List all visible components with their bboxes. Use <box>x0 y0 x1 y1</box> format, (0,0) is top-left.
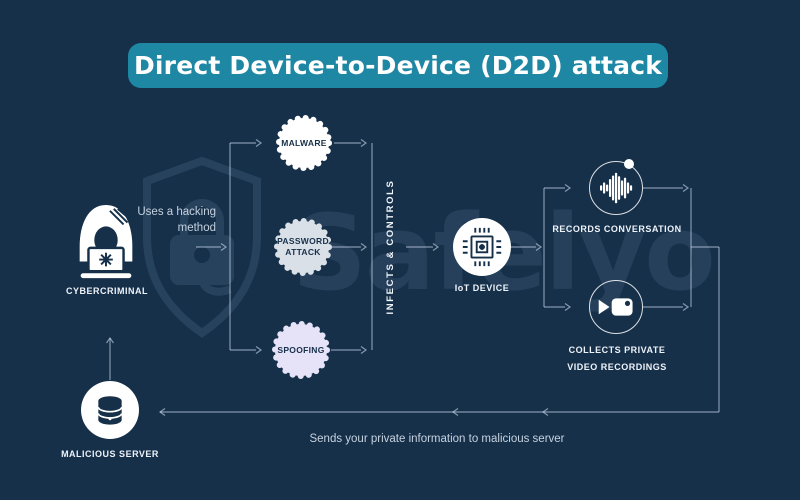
records-conversation-label: RECORDS CONVERSATION <box>552 224 682 234</box>
sends-info-note: Sends your private information to malici… <box>309 433 565 445</box>
shield-lock-watermark-icon <box>143 156 261 338</box>
malicious-server-node <box>81 381 139 439</box>
video-camera-icon <box>598 298 633 316</box>
collects-video-line2: VIDEO RECORDINGS <box>567 362 667 372</box>
scalloped-circle <box>274 218 332 276</box>
password-attack-label: PASSWORD ATTACK <box>277 236 329 257</box>
iot-device-node <box>453 218 511 276</box>
page-title: Direct Device-to-Device (D2D) attack <box>133 51 663 80</box>
collects-video-label: COLLECTS PRIVATE VIDEO RECORDINGS <box>517 342 717 376</box>
records-conversation-node <box>589 159 643 215</box>
malicious-server-label: MALICIOUS SERVER <box>61 449 159 459</box>
spoofing-node: SPOOFING <box>270 319 332 381</box>
cybercriminal-label: CYBERCRIMINAL <box>66 286 148 296</box>
malware-node: MALWARE <box>274 113 334 173</box>
scalloped-circle <box>276 115 332 171</box>
title-banner: Direct Device-to-Device (D2D) attack <box>128 43 668 88</box>
spoofing-label: SPOOFING <box>277 344 325 355</box>
password-attack-node: PASSWORD ATTACK <box>272 216 334 278</box>
cybercriminal-node <box>67 200 145 286</box>
scalloped-circle <box>272 321 330 379</box>
iot-device-label: IoT DEVICE <box>454 283 510 293</box>
waveform-icon <box>600 172 633 204</box>
notification-dot <box>624 159 634 169</box>
infects-controls-label: INFECTS & CONTROLS <box>385 179 396 315</box>
collects-video-line1: COLLECTS PRIVATE <box>568 345 666 355</box>
malware-label: MALWARE <box>281 137 327 148</box>
uses-hacking-method-note: Uses a hacking method <box>137 206 216 234</box>
hacker-icon <box>79 204 133 279</box>
collects-video-node <box>589 280 643 334</box>
chip-icon <box>462 227 502 267</box>
database-icon <box>97 396 123 425</box>
